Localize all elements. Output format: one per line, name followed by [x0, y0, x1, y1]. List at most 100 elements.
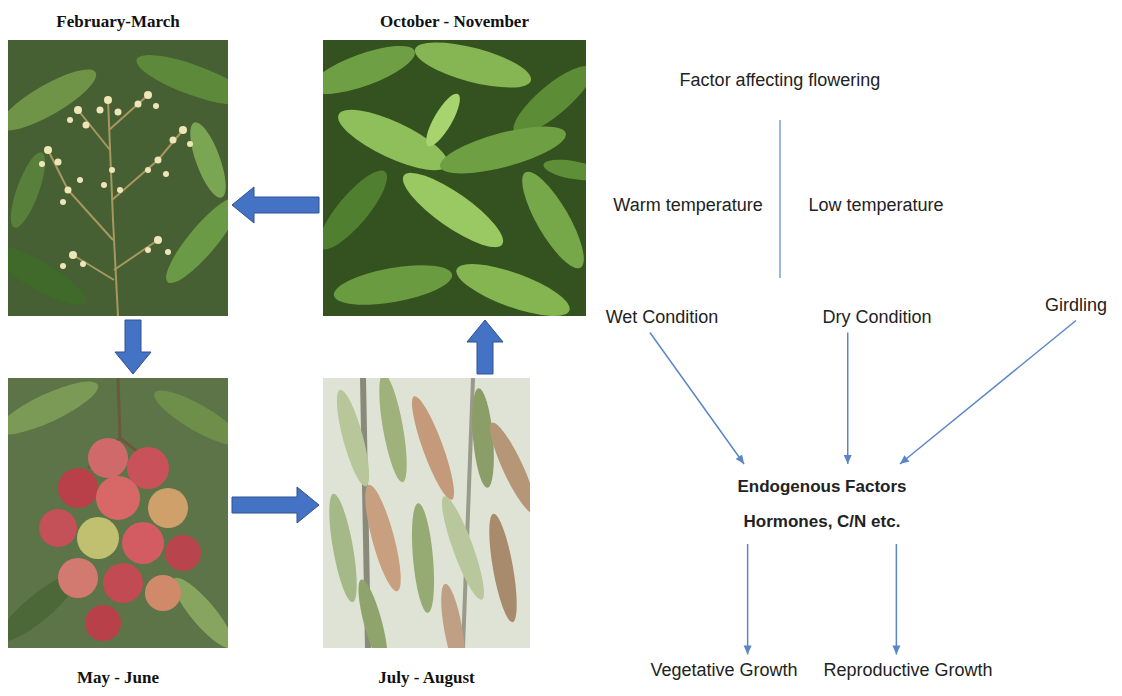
cycle-arrow — [467, 320, 503, 374]
illustration-part — [145, 167, 151, 173]
illustration-part — [39, 438, 201, 641]
photo-node: February-March — [8, 40, 228, 316]
illustration-part — [451, 254, 575, 327]
illustration-part — [108, 100, 118, 316]
illustration-part — [48, 150, 113, 240]
cycle-arrow — [232, 187, 319, 223]
arrow-head — [844, 455, 852, 464]
arrow-line — [896, 544, 898, 655]
factor-text: Wet Condition — [602, 305, 723, 330]
illustration-part — [0, 235, 93, 314]
illustration-part — [187, 141, 193, 147]
block-arrow — [232, 487, 319, 523]
fruit-photo — [0, 372, 248, 655]
illustration-part — [542, 156, 604, 184]
factor-text: Dry Condition — [818, 305, 935, 330]
factor-label: Hormones, C/N etc. — [737, 504, 906, 539]
illustration-part — [358, 482, 408, 594]
month-label: October - November — [380, 12, 529, 32]
illustration-part — [148, 488, 188, 528]
illustration-part — [115, 109, 122, 116]
factor-text: Girdling — [1041, 293, 1111, 318]
illustration-part — [80, 261, 86, 267]
illustration-part — [324, 492, 363, 604]
arrow-head — [900, 455, 910, 464]
block-arrow — [467, 320, 503, 374]
flush-photo — [323, 372, 543, 674]
illustration-part — [83, 122, 90, 129]
influence-arrow — [844, 333, 852, 465]
illustration-part — [104, 96, 112, 104]
illustration-part — [394, 162, 512, 259]
illustration-part — [117, 187, 123, 193]
heading-label: Factor affecting flowering — [680, 70, 881, 91]
photo-node: May - June — [8, 378, 228, 648]
illustration-part — [145, 575, 181, 611]
illustration-part — [183, 118, 233, 201]
illustration-part — [436, 582, 469, 674]
illustration-part — [114, 240, 158, 270]
illustration-part — [39, 509, 77, 547]
illustration-part — [512, 164, 595, 275]
illustration-part — [165, 249, 171, 255]
illustration-part — [411, 33, 536, 97]
illustration-part — [4, 149, 52, 232]
illustration-part — [353, 577, 394, 669]
illustration-part — [131, 45, 254, 114]
arrow-head — [892, 646, 900, 655]
illustration-part — [145, 247, 151, 253]
arrow-line — [650, 333, 744, 465]
illustration-part — [309, 162, 396, 258]
illustration-part — [122, 522, 164, 564]
illustration-part — [60, 263, 66, 269]
illustration-part — [153, 103, 159, 109]
influence-arrow — [900, 321, 1076, 465]
illustration-part — [154, 236, 162, 244]
illustration-part — [420, 90, 466, 151]
illustration-part — [73, 255, 114, 280]
photo-node: October - November — [323, 40, 586, 316]
illustration-part — [306, 36, 420, 104]
factor-text: Vegetative Growth — [646, 658, 801, 683]
month-label: May - June — [77, 668, 159, 688]
arrow-line — [747, 544, 749, 655]
illustration-part — [163, 171, 169, 177]
illustration-part — [155, 157, 162, 164]
foliage-photo — [306, 33, 604, 326]
illustration-part — [103, 563, 143, 603]
cycle-arrow — [232, 487, 319, 523]
arrow-line — [847, 333, 849, 465]
factor-label: Dry Condition — [822, 307, 931, 328]
illustration-part — [78, 110, 110, 150]
illustration-part — [483, 418, 543, 517]
arrow-line — [900, 321, 1076, 465]
illustration-part — [77, 517, 119, 559]
illustration-part — [179, 126, 187, 134]
illustration-part — [44, 146, 52, 154]
illustration-part — [96, 476, 140, 520]
month-label: July - August — [378, 668, 474, 688]
illustration-part — [405, 393, 461, 503]
illustration-part — [85, 605, 121, 641]
illustration-part — [109, 95, 148, 130]
illustration-part — [0, 372, 104, 444]
illustration-part — [148, 382, 248, 455]
illustration-part — [144, 91, 152, 99]
arrow-head — [744, 646, 752, 655]
illustration-part — [436, 117, 570, 183]
illustration-part — [484, 512, 523, 624]
illustration-part — [330, 387, 375, 489]
factor-text: Endogenous FactorsHormones, C/N etc. — [733, 467, 910, 541]
arrow-head — [736, 454, 745, 464]
illustration-part — [65, 187, 72, 194]
factor-label: Vegetative Growth — [650, 660, 797, 681]
block-arrow — [115, 320, 151, 374]
influence-arrow — [892, 544, 900, 655]
cycle-arrow — [115, 320, 151, 374]
block-arrow — [232, 187, 319, 223]
illustration-part — [408, 502, 438, 613]
illustration-part — [0, 60, 103, 141]
